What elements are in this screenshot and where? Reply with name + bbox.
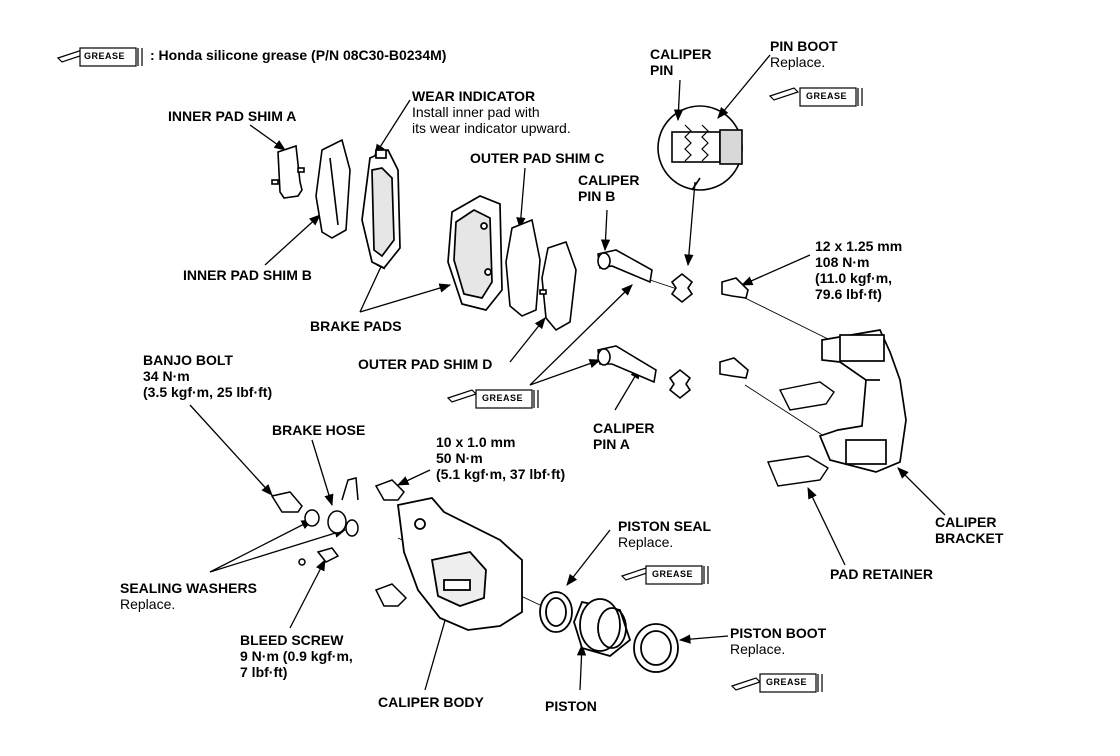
label-piston-seal: PISTON SEAL Replace. — [618, 518, 711, 550]
outer-pad-shim-c — [505, 218, 541, 317]
label-piston-boot: PISTON BOOT Replace. — [730, 625, 826, 657]
grease-icon — [446, 389, 539, 409]
label-line: 79.6 lbf·ft) — [815, 286, 882, 302]
label-line: CALIPER — [935, 514, 997, 530]
label-line: BLEED SCREW — [240, 632, 344, 648]
label-line: 7 lbf·ft) — [240, 664, 288, 680]
label-line: PAD RETAINER — [830, 566, 933, 582]
hose-and-fittings — [270, 477, 408, 607]
caliper-pin-a — [597, 345, 657, 384]
label-line: (11.0 kgf·m, — [815, 270, 893, 286]
inner-pad-shim-a — [271, 144, 305, 199]
label-caliper-pin-b: CALIPER PIN B — [578, 172, 639, 204]
label-line: 108 N·m — [815, 254, 870, 270]
label-line: INNER PAD SHIM B — [183, 267, 312, 283]
label-line: 9 N·m (0.9 kgf·m, — [240, 648, 353, 664]
label-line: BANJO BOLT — [143, 352, 233, 368]
label-brake-hose: BRAKE HOSE — [272, 422, 365, 438]
caliper-pin-detail — [657, 105, 743, 191]
label-line: 34 N·m — [143, 368, 190, 384]
label-bolt-10mm: 10 x 1.0 mm 50 N·m (5.1 kgf·m, 37 lbf·ft… — [436, 434, 565, 482]
label-caliper-bracket: CALIPER BRACKET — [935, 514, 1003, 546]
label-banjo-bolt: BANJO BOLT 34 N·m (3.5 kgf·m, 25 lbf·ft) — [143, 352, 272, 400]
piston-assembly — [539, 591, 679, 673]
label-inner-pad-shim-b: INNER PAD SHIM B — [183, 267, 312, 283]
label-line: PISTON BOOT — [730, 625, 827, 641]
outer-brake-pad — [447, 195, 503, 311]
label-piston: PISTON — [545, 698, 597, 714]
label-line: (5.1 kgf·m, 37 lbf·ft) — [436, 466, 566, 482]
grease-icon — [620, 565, 709, 585]
label-note: Replace. — [770, 54, 826, 70]
caliper-bracket — [818, 329, 907, 473]
label-note: Replace. — [730, 641, 786, 657]
label-line: INNER PAD SHIM A — [168, 108, 297, 124]
caliper-pin-b — [597, 249, 653, 284]
label-line: OUTER PAD SHIM C — [470, 150, 605, 166]
label-bolt-12mm: 12 x 1.25 mm 108 N·m (11.0 kgf·m, 79.6 l… — [815, 238, 902, 302]
label-note: its wear indicator upward. — [412, 120, 571, 136]
label-line: WEAR INDICATOR — [412, 88, 536, 104]
grease-icon — [56, 47, 143, 67]
label-inner-pad-shim-a: INNER PAD SHIM A — [168, 108, 296, 124]
label-pin-boot: PIN BOOT Replace. — [770, 38, 838, 70]
label-line: 12 x 1.25 mm — [815, 238, 903, 254]
caliper-body — [397, 497, 523, 631]
label-line: CALIPER — [578, 172, 640, 188]
label-brake-pads: BRAKE PADS — [310, 318, 402, 334]
label-line: CALIPER BODY — [378, 694, 484, 710]
label-bleed-screw: BLEED SCREW 9 N·m (0.9 kgf·m, 7 lbf·ft) — [240, 632, 353, 680]
label-note: Replace. — [618, 534, 674, 550]
label-caliper-body: CALIPER BODY — [378, 694, 484, 710]
outer-pad-shim-d — [539, 240, 577, 332]
label-note: Replace. — [120, 596, 176, 612]
inner-pad-shim-b — [315, 138, 351, 239]
pin-boots — [668, 272, 694, 400]
label-line: PIN B — [578, 188, 616, 204]
label-line: PIN — [650, 62, 674, 78]
label-line: OUTER PAD SHIM D — [358, 356, 493, 372]
label-line: PISTON SEAL — [618, 518, 712, 534]
label-line: BRAKE HOSE — [272, 422, 366, 438]
label-line: SEALING WASHERS — [120, 580, 257, 596]
label-outer-pad-shim-d: OUTER PAD SHIM D — [358, 356, 492, 372]
grease-legend-text: : Honda silicone grease (P/N 08C30-B0234… — [150, 47, 447, 63]
grease-icon — [768, 87, 863, 107]
label-line: PIN BOOT — [770, 38, 838, 54]
label-note: Install inner pad with — [412, 104, 540, 120]
bracket-bolts — [719, 277, 749, 379]
label-line: BRACKET — [935, 530, 1004, 546]
label-line: CALIPER — [593, 420, 655, 436]
label-outer-pad-shim-c: OUTER PAD SHIM C — [470, 150, 604, 166]
leader-lines — [189, 54, 946, 691]
label-line: 10 x 1.0 mm — [436, 434, 516, 450]
label-line: PISTON — [545, 698, 597, 714]
label-caliper-pin: CALIPER PIN — [650, 46, 711, 78]
label-line: PIN A — [593, 436, 630, 452]
label-line: 50 N·m — [436, 450, 483, 466]
grease-icon — [730, 673, 823, 693]
label-sealing-washers: SEALING WASHERS Replace. — [120, 580, 257, 612]
label-caliper-pin-a: CALIPER PIN A — [593, 420, 654, 452]
label-line: BRAKE PADS — [310, 318, 402, 334]
label-line: CALIPER — [650, 46, 712, 62]
pad-retainers — [767, 381, 835, 487]
label-line: (3.5 kgf·m, 25 lbf·ft) — [143, 384, 273, 400]
label-pad-retainer: PAD RETAINER — [830, 566, 933, 582]
inner-brake-pad — [361, 148, 401, 270]
label-wear-indicator: WEAR INDICATOR Install inner pad with it… — [412, 88, 571, 136]
